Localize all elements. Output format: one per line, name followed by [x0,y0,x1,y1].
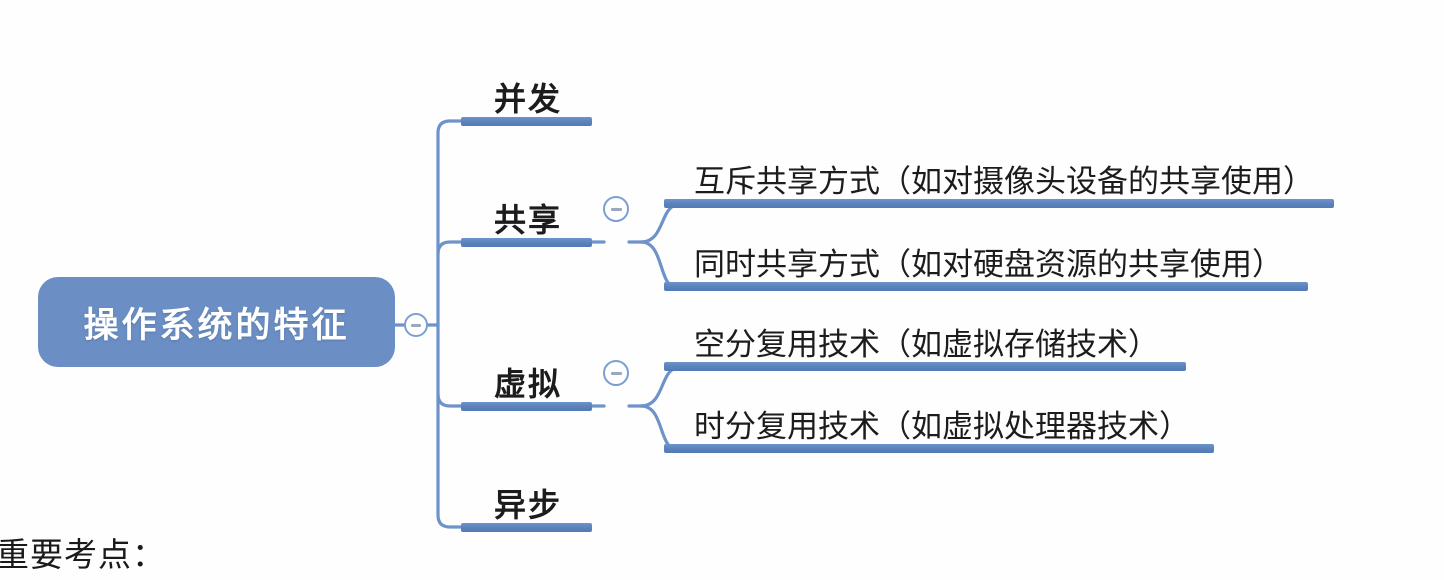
leaf-node-simultaneous-sharing[interactable]: 同时共享方式（如对硬盘资源的共享使用） [664,238,1308,291]
branch-node-sharing[interactable]: 共享 [461,196,592,247]
branch-underline-bar [461,117,592,126]
minus-glyph [411,323,421,327]
connector-branch-0 [436,119,465,135]
leaf-node-space-division-multiplexing[interactable]: 空分复用技术（如虚拟存储技术） [664,318,1186,371]
leaf-label-simultaneous-sharing: 同时共享方式（如对硬盘资源的共享使用） [694,247,1283,282]
root-node[interactable]: 操作系统的特征 [38,277,395,367]
connector-branch-1 [436,240,465,256]
collapse-minus-icon-root[interactable] [404,313,428,337]
root-node-label: 操作系统的特征 [83,305,350,345]
leaf-node-time-division-multiplexing[interactable]: 时分复用技术（如虚拟处理器技术） [664,400,1214,453]
leaf-label-mutual-exclusive-sharing: 互斥共享方式（如对摄像头设备的共享使用） [694,164,1314,199]
leaf-label-space-division-multiplexing: 空分复用技术（如虚拟存储技术） [694,327,1159,362]
leaf-label-time-division-multiplexing: 时分复用技术（如虚拟处理器技术） [694,409,1190,444]
branch-node-virtual[interactable]: 虚拟 [461,360,592,411]
branch-label-asynchronous: 异步 [494,487,563,523]
branch-underline-bar [461,402,592,411]
connector-share-child-0 [639,203,678,244]
leaf-underline-bar [664,282,1308,291]
branch-underline-bar [461,523,592,532]
collapse-minus-icon-virtual[interactable] [603,360,629,386]
branch-label-virtual: 虚拟 [494,366,563,402]
leaf-underline-bar [664,199,1334,208]
branch-label-concurrency: 并发 [494,81,563,117]
collapse-minus-icon-sharing[interactable] [603,196,629,222]
minus-glyph [610,207,622,211]
leaf-underline-bar [664,444,1214,453]
connector-branch-3 [436,513,465,529]
leaf-underline-bar [664,362,1186,371]
branch-node-concurrency[interactable]: 并发 [461,75,592,126]
branch-node-asynchronous[interactable]: 异步 [461,481,592,532]
branch-underline-bar [461,238,592,247]
footer-note: 重要考点： [0,538,166,574]
branch-label-sharing: 共享 [494,202,563,238]
leaf-node-mutual-exclusive-sharing[interactable]: 互斥共享方式（如对摄像头设备的共享使用） [664,155,1334,208]
connector-branch-2 [436,392,465,408]
minus-glyph [610,371,622,375]
